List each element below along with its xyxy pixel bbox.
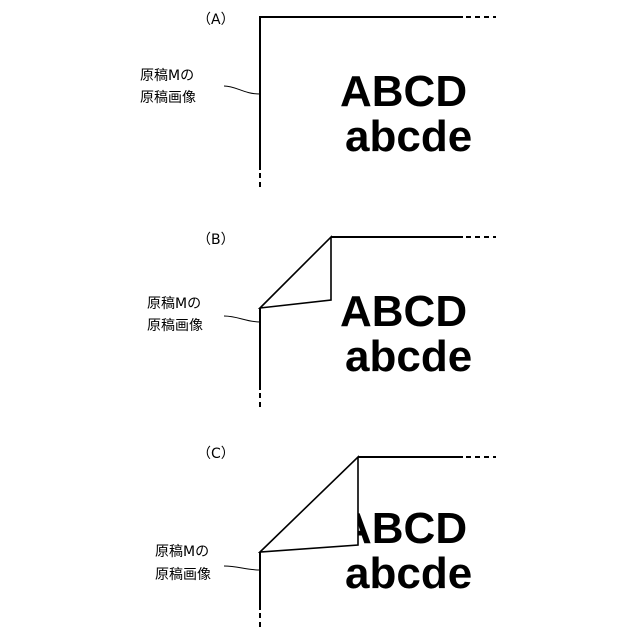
panel-c-leader-line <box>224 566 260 570</box>
panel-b-leader-line <box>224 316 260 322</box>
panel-a-label: （A） <box>197 12 235 28</box>
panel-c-text-lowercase: abcde <box>345 549 472 598</box>
panel-c: （C） 原稿Mの 原稿画像 ABCD abcde <box>155 446 496 630</box>
panel-b-text-uppercase: ABCD <box>340 287 467 336</box>
panel-b: （B） 原稿Mの 原稿画像 ABCD abcde <box>147 232 496 410</box>
panel-b-text-lowercase: abcde <box>345 332 472 381</box>
panel-a-callout-line1: 原稿Mの <box>140 68 194 84</box>
panel-a-text-lowercase: abcde <box>345 112 472 161</box>
panel-c-turned-page-corner <box>260 457 358 552</box>
panel-a-callout-line2: 原稿画像 <box>140 90 196 106</box>
panel-a-text-uppercase: ABCD <box>340 67 467 116</box>
panel-c-label: （C） <box>197 446 235 462</box>
panel-c-callout-line1: 原稿Mの <box>155 544 209 560</box>
panel-b-callout-line1: 原稿Mの <box>147 296 201 312</box>
panel-b-callout-line2: 原稿画像 <box>147 318 203 334</box>
panel-c-callout-line2: 原稿画像 <box>155 567 211 583</box>
panel-b-label: （B） <box>197 232 235 248</box>
panel-a: （A） 原稿Mの 原稿画像 ABCD abcde <box>140 12 496 190</box>
panel-a-leader-line <box>224 86 260 94</box>
panel-b-turned-page-corner <box>260 237 331 308</box>
panel-c-text-uppercase: ABCD <box>340 504 467 553</box>
